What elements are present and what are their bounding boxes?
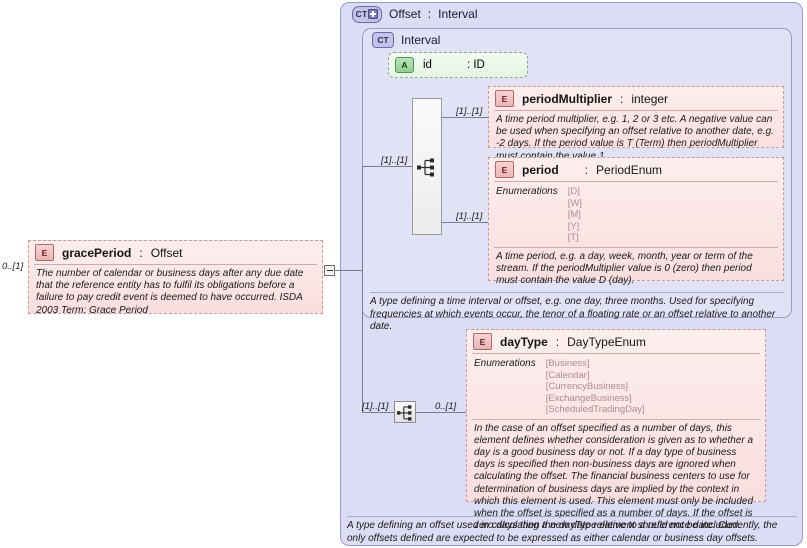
element-icon: E [473, 333, 492, 350]
enum-value: [Business] [545, 358, 590, 369]
minus-icon [326, 270, 333, 271]
element-daytype-description: In the case of an offset specified as a … [474, 422, 754, 532]
complextype-plus-icon[interactable]: CT [352, 5, 382, 23]
enumerations-list: [Business] [Calendar] [CurrencyBusiness]… [546, 358, 645, 416]
divider [472, 353, 760, 354]
cardinality-graceperiod: 0..[1] [2, 261, 24, 272]
enum-value: [W] [567, 197, 582, 209]
offset-separator: : [427, 7, 432, 21]
element-graceperiod-header: E gracePeriod : Offset [29, 241, 322, 263]
offset-type: Interval [438, 7, 478, 21]
cardinality-offset-sequence: [1]..[1] [362, 401, 389, 412]
attribute-id-name: id [423, 59, 432, 71]
enum-value: [ScheduledTradingDay] [545, 404, 645, 415]
enum-value: [Calendar] [545, 369, 590, 381]
connector-line-offset-in [362, 412, 394, 413]
element-icon: E [495, 90, 514, 107]
cardinality-periodmultiplier: [1]..[1] [456, 106, 483, 117]
divider [34, 264, 317, 265]
connector-line-offset-vertical [362, 166, 363, 412]
enum-value: [Y] [567, 220, 580, 232]
divider [494, 246, 778, 248]
enumerations-label: Enumerations [474, 358, 536, 369]
divider [494, 110, 778, 111]
enum-value: [M] [567, 209, 581, 220]
e-badge-label: E [501, 93, 508, 104]
element-period-enumerations: Enumerations [D] [W] [M] [Y] [T] [489, 182, 783, 246]
sequence-icon [396, 404, 411, 421]
enum-value: [ExchangeBusiness] [545, 392, 632, 404]
attribute-id-type: ID [473, 59, 485, 71]
enum-value: [D] [567, 186, 580, 197]
element-period-header: E period : PeriodEnum [489, 158, 783, 180]
element-periodmultiplier-name: periodMultiplier [522, 91, 612, 106]
offset-name: Offset [389, 7, 421, 21]
connector-line-graceperiod [335, 270, 362, 271]
element-period-box[interactable]: E period : PeriodEnum Enumerations [D] [… [488, 157, 784, 286]
enumerations-label: Enumerations [496, 186, 558, 197]
offset-sequence-connector[interactable] [394, 401, 416, 423]
element-periodmultiplier-separator: : [620, 91, 624, 106]
attribute-id-separator: : [466, 59, 471, 71]
enum-value: [CurrencyBusiness] [545, 381, 629, 392]
collapse-toggle[interactable] [324, 265, 335, 276]
attribute-id-box[interactable]: A id : ID [388, 52, 528, 78]
interval-sequence-connector[interactable] [412, 98, 442, 235]
plus-icon[interactable] [368, 9, 379, 19]
cardinality-period: [1]..[1] [456, 211, 483, 222]
element-graceperiod-box[interactable]: E gracePeriod : Offset The number of cal… [28, 240, 323, 316]
connector-line-interval-in [362, 166, 412, 167]
element-periodmultiplier-description: A time period multiplier, e.g. 1, 2 or 3… [496, 114, 774, 162]
e-badge-label: E [501, 164, 508, 175]
e-badge-label: E [41, 247, 48, 258]
divider [472, 418, 760, 420]
ct-badge-label: CT [377, 35, 389, 45]
element-daytype-box[interactable]: E dayType : DayTypeEnum Enumerations [Bu… [466, 329, 766, 531]
interval-header: CT Interval [372, 31, 440, 49]
complextype-icon[interactable]: CT [372, 32, 394, 48]
cardinality-interval-sequence: [1]..[1] [381, 155, 408, 166]
element-daytype-separator: : [555, 334, 560, 349]
element-period-description: A time period, e.g. a day, week, month, … [496, 250, 753, 286]
connector-line-periodmultiplier [442, 117, 488, 118]
element-periodmultiplier-box[interactable]: E periodMultiplier : integer A time peri… [488, 86, 784, 162]
ct-badge-label: CT [355, 9, 368, 19]
interval-name: Interval [401, 33, 441, 47]
enumerations-list: [D] [W] [M] [Y] [T] [568, 186, 582, 244]
attribute-id-separator-type: : ID [467, 59, 485, 71]
element-icon: E [35, 244, 54, 261]
divider [494, 181, 778, 182]
element-graceperiod-description: The number of calendar or business days … [36, 268, 304, 316]
element-period-separator: : [584, 162, 589, 177]
attribute-icon: A [395, 57, 414, 73]
element-daytype-type: DayTypeEnum [567, 334, 646, 349]
element-period-type: PeriodEnum [596, 162, 663, 177]
element-graceperiod-name: gracePeriod [62, 245, 132, 260]
offset-type-description: A type defining an offset used in calcul… [347, 516, 797, 545]
cardinality-daytype: 0..[1] [435, 401, 457, 412]
enum-value: [T] [567, 232, 579, 243]
element-graceperiod-separator: : [139, 245, 143, 260]
element-period-name: period [522, 162, 559, 177]
offset-header: CT Offset : Interval [352, 4, 478, 24]
connector-line-period [442, 222, 488, 223]
connector-line-daytype [416, 412, 466, 413]
element-periodmultiplier-header: E periodMultiplier : integer [489, 87, 783, 109]
element-daytype-enumerations: Enumerations [Business] [Calendar] [Curr… [467, 354, 765, 418]
element-graceperiod-type: Offset [150, 245, 183, 260]
element-periodmultiplier-type: integer [631, 91, 669, 106]
element-daytype-name: dayType [500, 334, 548, 349]
e-badge-label: E [479, 336, 486, 347]
interval-type-description: A type defining a time interval or offse… [370, 292, 784, 334]
sequence-icon [417, 158, 434, 176]
a-badge-label: A [401, 60, 408, 70]
element-icon: E [495, 161, 514, 178]
element-daytype-header: E dayType : DayTypeEnum [467, 330, 765, 352]
